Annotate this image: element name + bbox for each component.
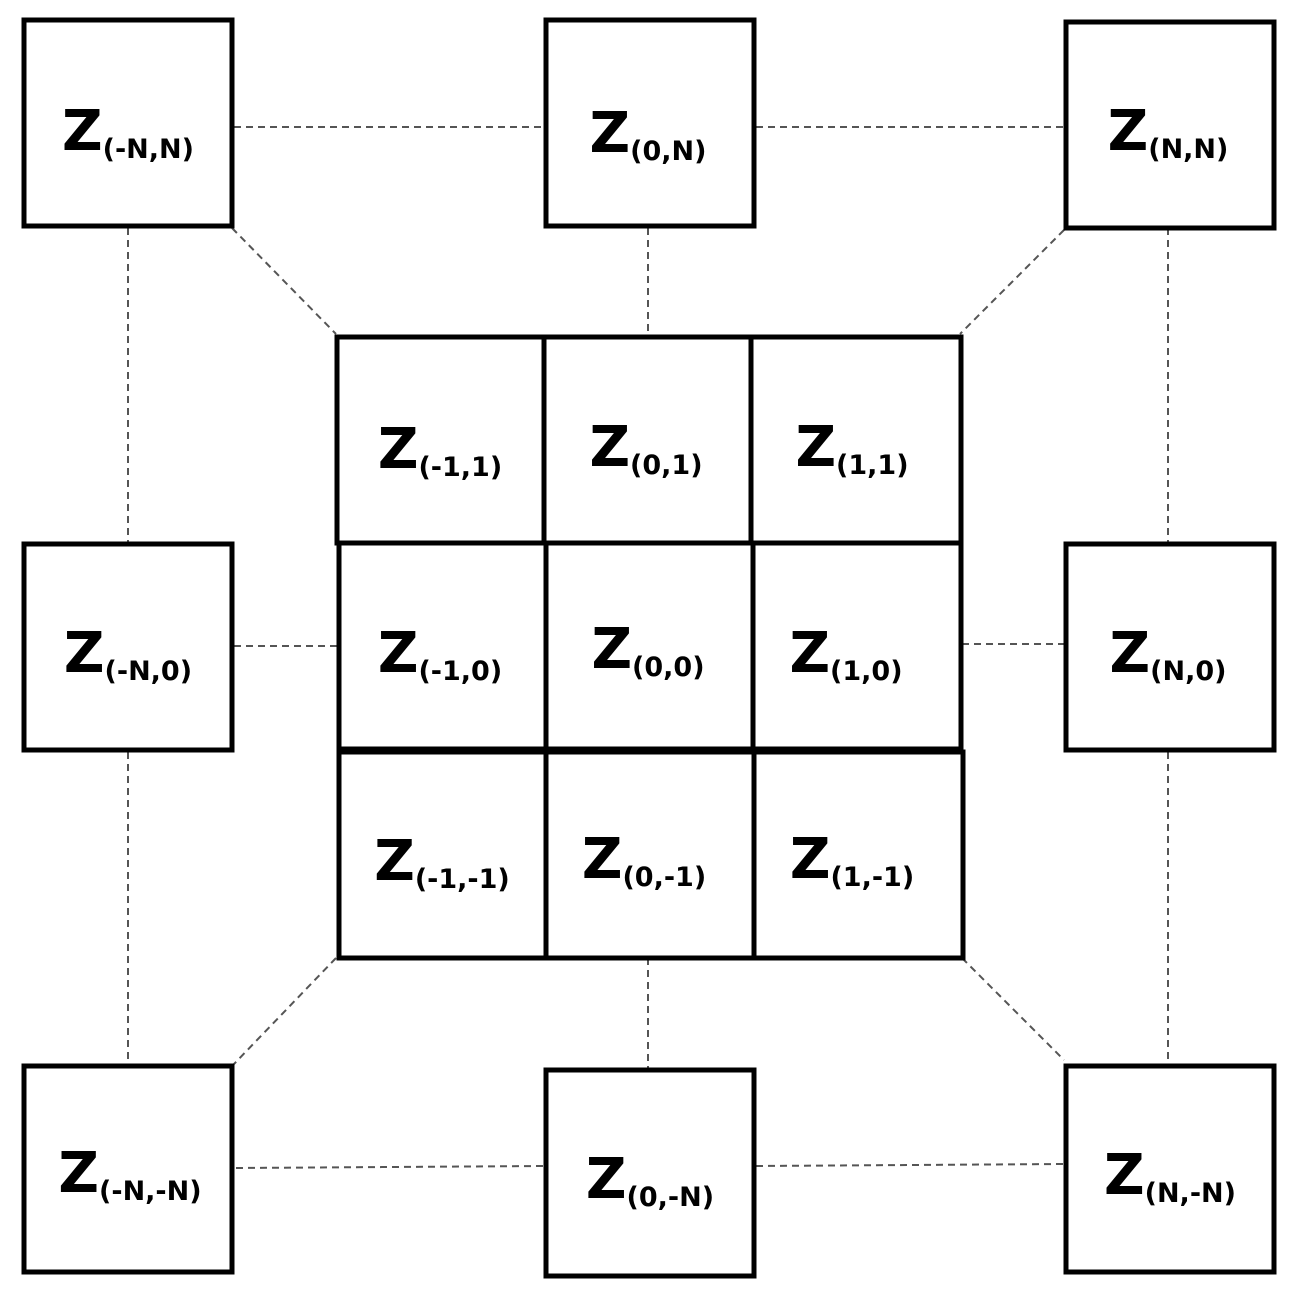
- label-pos-n-neg-n: Z(N,-N): [1104, 1143, 1236, 1209]
- label-zero-pos-n: Z(0,N): [590, 101, 707, 167]
- label-zero-pos1: Z(0,1): [589, 415, 702, 481]
- box-zero-neg-n: [543, 1067, 757, 1279]
- label-neg1-neg1: Z(-1,-1): [374, 829, 510, 895]
- connector-bottom-center-to-bottom-right: [755, 1163, 1065, 1167]
- outer-boxes: [21, 17, 1277, 1279]
- grid-cell-pos1-pos1: [748, 334, 964, 546]
- label-neg-n-pos-n: Z(-N,N): [62, 99, 194, 165]
- connector-diag-top-left: [231, 227, 337, 335]
- inner-grid: [334, 334, 966, 961]
- label-zero-neg-n: Z(0,-N): [586, 1147, 714, 1213]
- box-pos-n-neg-n: [1063, 1063, 1277, 1275]
- grid-cell-neg1-neg1: [336, 749, 549, 961]
- box-zero-pos-n: [543, 17, 757, 229]
- label-pos1-zero: Z(1,0): [789, 621, 902, 687]
- label-pos1-neg1: Z(1,-1): [790, 827, 914, 893]
- labels: Z(-N,N) Z(0,N) Z(N,N) Z(-N,0) Z(N,0) Z(-…: [58, 99, 1236, 1213]
- connector-bottom-left-to-bottom-center: [235, 1165, 545, 1169]
- label-pos-n-zero: Z(N,0): [1110, 621, 1227, 687]
- connectors: [127, 126, 1169, 1169]
- connector-diag-top-right: [959, 229, 1065, 335]
- label-pos1-pos1: Z(1,1): [795, 415, 908, 481]
- label-neg1-zero: Z(-1,0): [378, 621, 502, 687]
- label-neg1-pos1: Z(-1,1): [378, 417, 502, 483]
- label-zero-neg1: Z(0,-1): [582, 827, 706, 893]
- box-pos-n-pos-n: [1063, 19, 1277, 231]
- label-pos-n-pos-n: Z(N,N): [1108, 99, 1229, 165]
- grid-cell-zero-pos1: [541, 334, 754, 546]
- grid-cell-neg1-zero: [336, 540, 549, 752]
- label-neg-n-neg-n: Z(-N,-N): [58, 1141, 201, 1207]
- connector-diag-bottom-left: [233, 957, 337, 1065]
- grid-cell-neg1-pos1: [334, 334, 547, 546]
- box-neg-n-zero: [21, 541, 235, 753]
- grid-cell-pos1-zero: [750, 540, 964, 752]
- label-neg-n-zero: Z(-N,0): [64, 621, 192, 687]
- box-pos-n-zero: [1063, 541, 1277, 753]
- grid-cell-pos1-neg1: [751, 749, 966, 961]
- label-zero-zero: Z(0,0): [591, 617, 704, 683]
- box-neg-n-pos-n: [21, 17, 235, 229]
- box-neg-n-neg-n: [21, 1063, 235, 1275]
- grid-cell-zero-neg1: [543, 749, 757, 961]
- connector-diag-bottom-right: [961, 957, 1065, 1061]
- grid-cell-zero-zero: [543, 540, 756, 752]
